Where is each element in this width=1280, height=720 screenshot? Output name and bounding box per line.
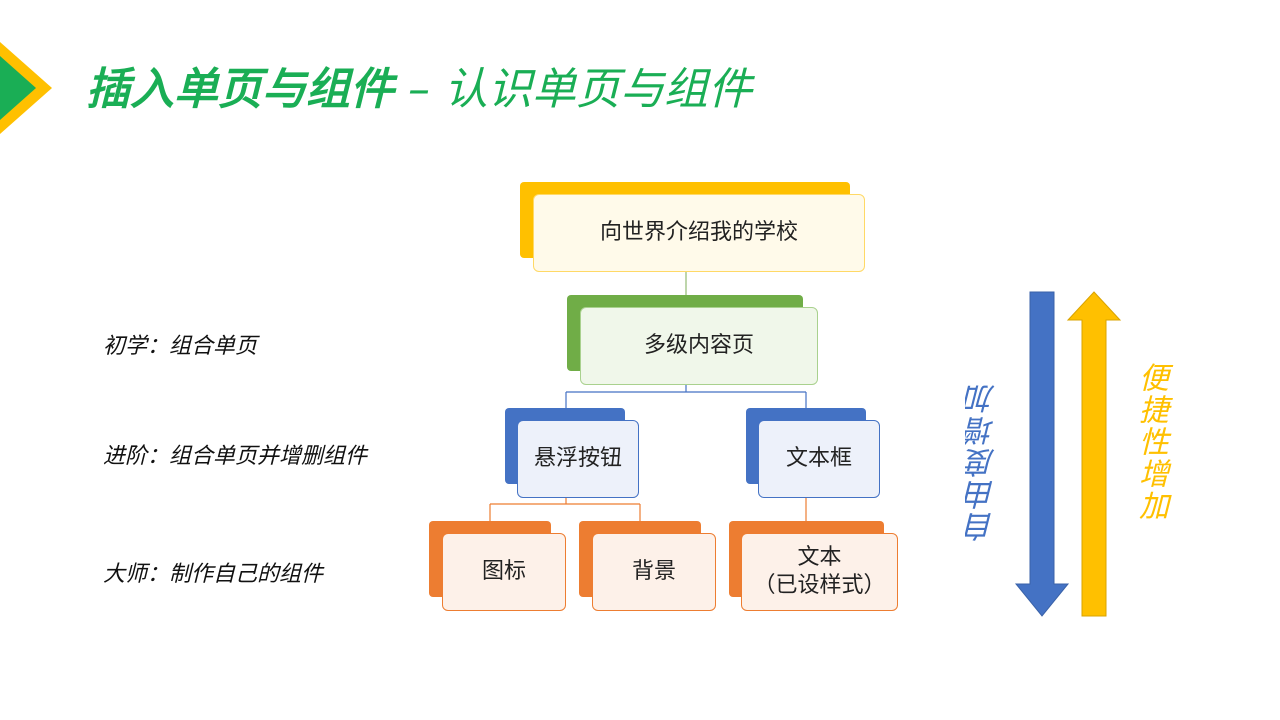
title-main: 插入单页与组件 xyxy=(86,64,394,115)
multilevel-page-node: 多级内容页 xyxy=(580,307,818,385)
root-node-label: 向世界介绍我的学校 xyxy=(599,220,798,245)
freedom-increase-label: 自由度增加 xyxy=(966,382,1001,542)
title-sub: 认识单页与组件 xyxy=(443,64,752,115)
convenience-increase-label: 便捷性增加 xyxy=(1133,362,1168,522)
icon-node-label: 图标 xyxy=(481,559,526,584)
down-arrow-icon xyxy=(1014,291,1070,617)
level-label-master: 大师：制作自己的组件 xyxy=(103,562,324,587)
styled-text-label-line1: 文本 xyxy=(797,545,842,570)
icon-node: 图标 xyxy=(442,533,566,611)
root-node: 向世界介绍我的学校 xyxy=(533,194,865,272)
textbox-node: 文本框 xyxy=(758,420,880,498)
up-arrow-icon xyxy=(1066,291,1122,617)
background-node: 背景 xyxy=(592,533,716,611)
level-label-beginner: 初学：组合单页 xyxy=(103,334,258,359)
floating-button-node: 悬浮按钮 xyxy=(517,420,639,498)
floating-button-label: 悬浮按钮 xyxy=(533,446,622,471)
styled-text-label-line2: （已设样式） xyxy=(753,573,886,598)
background-node-label: 背景 xyxy=(631,559,676,584)
multilevel-page-label: 多级内容页 xyxy=(643,333,754,358)
styled-text-node: 文本 （已设样式） xyxy=(741,533,898,611)
textbox-label: 文本框 xyxy=(785,446,852,471)
chevron-logo-icon xyxy=(0,42,52,134)
title-separator: – xyxy=(394,64,444,115)
level-label-advanced: 进阶：组合单页并增删组件 xyxy=(103,444,368,469)
page-title: 插入单页与组件 – 认识单页与组件 xyxy=(86,58,752,122)
